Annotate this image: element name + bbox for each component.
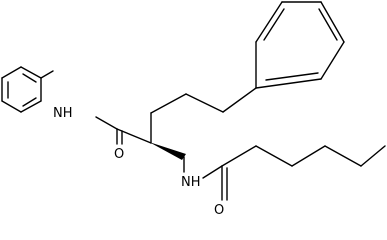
bond-ch2-to-ch2 [150, 93, 187, 114]
molecule-drawing: NH O NH O [1, 1, 386, 218]
bond-nh-to-acyl [202, 165, 223, 179]
bond-carbonyl-to-alpha [116, 128, 152, 144]
atom-label-o-amide: O [214, 203, 224, 218]
bond-ring-to-nh [40, 70, 54, 79]
stereo-wedge-bond [149, 142, 186, 160]
atom-label-nh-anilide: NH [53, 106, 73, 121]
atom-label-o-anilide: O [114, 147, 124, 162]
hexanoyl-chain [221, 145, 386, 167]
atom-label-nh-amide: NH [181, 175, 201, 190]
bond-nh-to-carbonyl [95, 116, 118, 130]
phenyl-ring [255, 1, 345, 89]
anilide-carbonyl-double-bond [116, 128, 123, 145]
acyl-carbonyl-double-bond [221, 165, 228, 201]
structure-canvas: NH O NH O [1, 1, 386, 218]
bond-ch2-to-benzyl [185, 93, 224, 113]
n-phenyl-ring [1, 66, 42, 113]
bond-benzyl-to-ring [222, 87, 257, 113]
